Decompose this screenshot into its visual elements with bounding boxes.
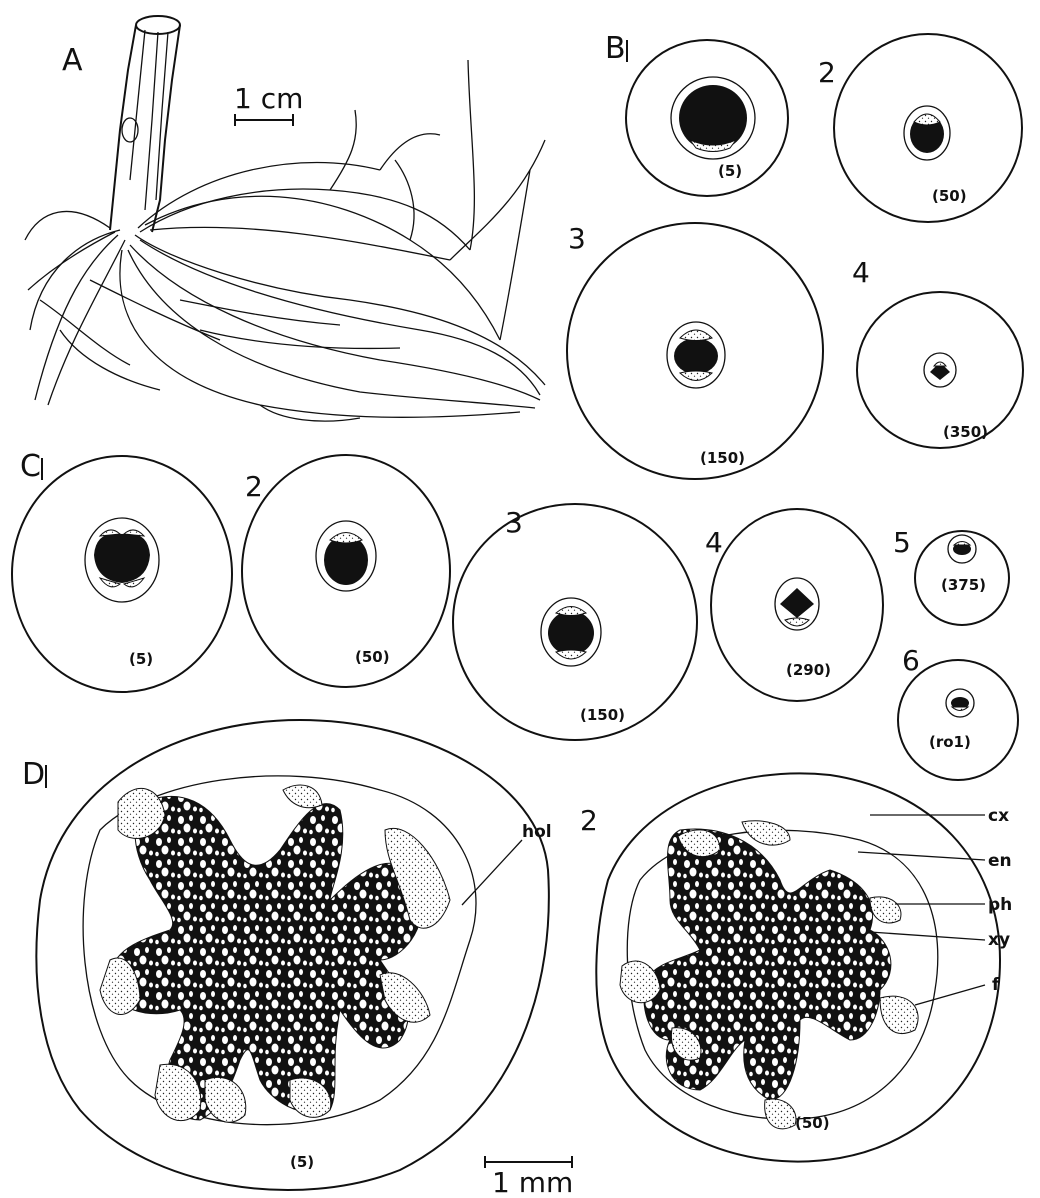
section-b2: 2 (50): [818, 34, 1022, 222]
annotation-en: en: [858, 851, 1012, 871]
section-c3: 3 (150): [453, 504, 697, 740]
panel-d-label: D: [22, 757, 45, 792]
section-number: 2: [245, 470, 263, 503]
xylem-mass: [644, 829, 891, 1100]
section-c6: 6 (ro1): [898, 644, 1018, 780]
panel-b: B (5) 2 (50) 3 (150): [567, 31, 1023, 479]
svg-text:en: en: [988, 851, 1012, 871]
section-c1: (5): [12, 456, 232, 692]
annotation-xy: xy: [870, 930, 1010, 950]
panel-b-label: B: [605, 31, 626, 66]
depth-label: (ro1): [929, 733, 971, 751]
depth-label: (5): [290, 1153, 314, 1171]
depth-label: (50): [795, 1114, 830, 1132]
section-number: 3: [568, 222, 586, 255]
depth-label: (50): [932, 187, 967, 205]
svg-text:cx: cx: [988, 806, 1009, 826]
section-b3: 3 (150): [567, 222, 823, 479]
section-d2: 2 cx en ph x: [580, 773, 1012, 1161]
panel-a-label: A: [62, 43, 83, 78]
section-d1: hol (5): [36, 720, 551, 1190]
section-number: 4: [852, 256, 870, 289]
section-b4: 4 (350): [852, 256, 1023, 448]
svg-text:xy: xy: [988, 930, 1010, 950]
panel-d: D hol (5) 2: [22, 720, 1012, 1198]
depth-label: (375): [941, 576, 986, 594]
svg-text:f: f: [992, 975, 1000, 995]
annotation-ph: ph: [895, 895, 1012, 915]
scale-bar-cm-label: 1 cm: [234, 82, 303, 115]
depth-label: (150): [580, 706, 625, 724]
depth-label: (290): [786, 661, 831, 679]
section-c4: 4 (290): [705, 509, 883, 701]
depth-label: (5): [129, 650, 153, 668]
section-c2: 2 (50): [242, 455, 450, 687]
depth-label: (150): [700, 449, 745, 467]
scale-bar-mm: 1 mm: [485, 1156, 573, 1198]
svg-text:ph: ph: [988, 895, 1012, 915]
section-number: 6: [902, 644, 920, 677]
xylem-mass: [110, 796, 422, 1120]
section-number: 4: [705, 526, 723, 559]
panel-c-label: C: [20, 449, 41, 484]
section-number: 5: [893, 526, 911, 559]
section-c5: 5 (375): [893, 526, 1009, 625]
section-b1: (5): [626, 40, 788, 196]
stem: [110, 16, 180, 232]
annotation-f: f: [915, 975, 1000, 1005]
svg-text:hol: hol: [522, 822, 552, 842]
panel-c: C (5) 2 (50) 3 (150): [12, 449, 1018, 780]
depth-label: (350): [943, 423, 988, 441]
section-number: 2: [818, 56, 836, 89]
scale-bar-mm-label: 1 mm: [492, 1166, 573, 1198]
scale-bar-cm: 1 cm: [234, 82, 303, 126]
panel-a: A 1 cm: [25, 16, 545, 421]
section-number: 2: [580, 804, 598, 837]
depth-label: (50): [355, 648, 390, 666]
depth-label: (5): [718, 162, 742, 180]
